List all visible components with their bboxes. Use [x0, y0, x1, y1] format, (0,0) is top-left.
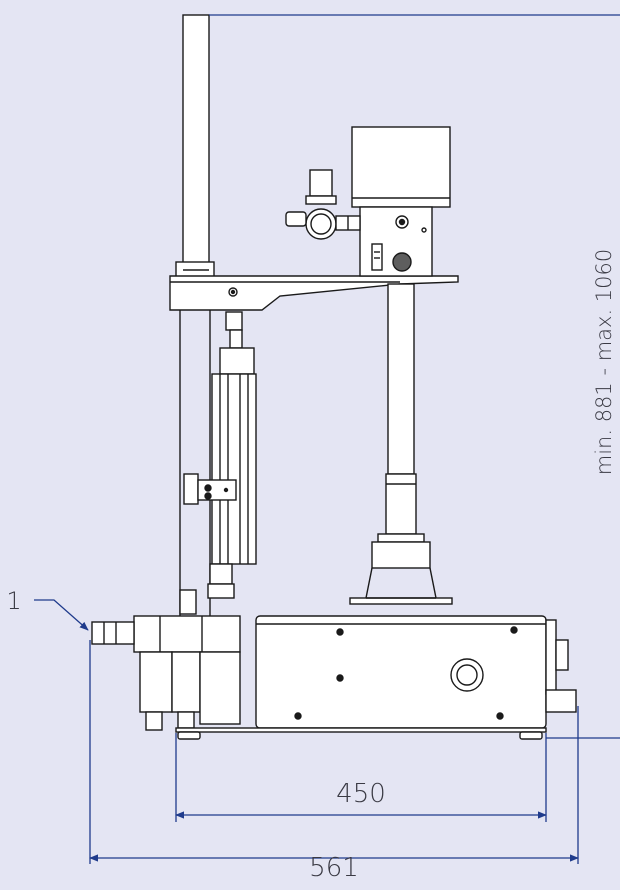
spindle-column: [349, 283, 453, 605]
vertical-column: [175, 14, 215, 281]
pneumatic-cylinder: [207, 311, 257, 599]
column-lower: [179, 310, 211, 620]
pressure-regulator: [285, 169, 361, 240]
base-housing: [255, 615, 577, 729]
filter-regulator-unit: [91, 589, 241, 731]
motor-box: [351, 126, 451, 208]
callout-number: 1: [6, 587, 21, 615]
base-plate: [175, 727, 547, 740]
overall-width-label: 561: [309, 853, 359, 883]
sensor-bracket: [183, 473, 237, 505]
valve-block: [359, 206, 433, 277]
base-width-label: 450: [336, 779, 386, 809]
support-arm: [169, 275, 459, 311]
height-range-label: min. 881 - max. 1060: [592, 249, 616, 476]
callout-leader-line: [34, 599, 89, 631]
